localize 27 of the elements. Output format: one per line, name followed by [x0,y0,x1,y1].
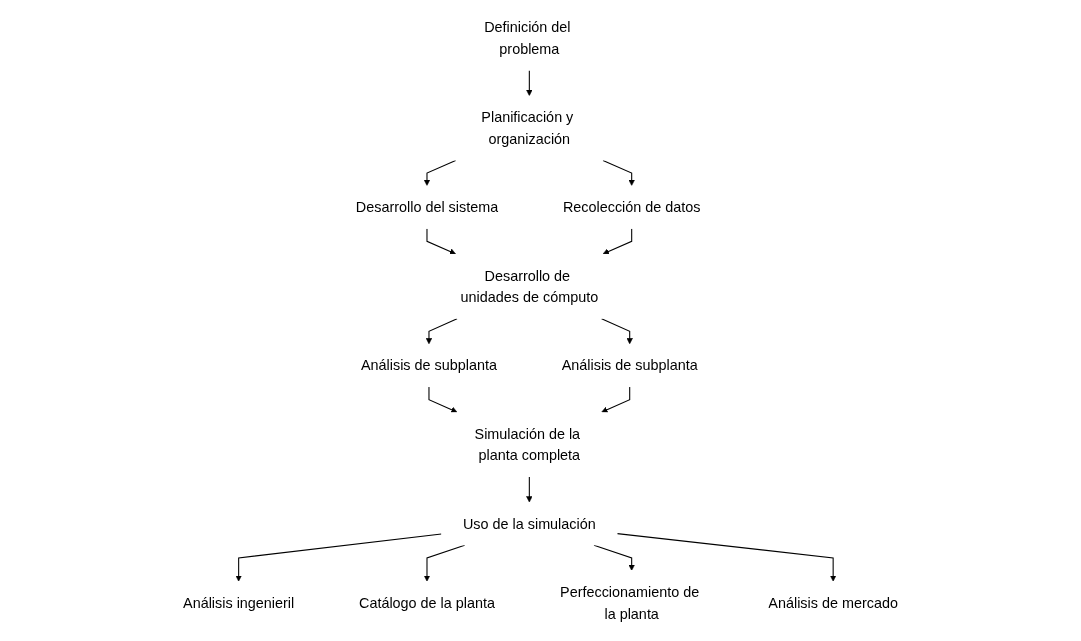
arrow [602,228,633,255]
arrow [526,476,533,503]
node-text: Análisis de mercado [768,594,898,611]
arrow [423,544,466,582]
node-text: Desarrollo del sistema [355,199,499,216]
node-text: Recolección de datos [562,199,701,216]
node-text: Análisis de subplanta [561,357,698,374]
arrow [428,386,458,413]
arrow [601,318,633,345]
node-text: Planificación y organización [481,109,574,147]
node-text: Desarrollo de unidades de cómputo [460,267,599,306]
arrow [593,544,635,571]
arrow [526,69,533,96]
node-text: Definición del problema [484,19,571,57]
arrow [426,228,456,255]
node-text: Análisis ingenieril [183,594,295,611]
arrow [235,533,442,582]
arrow [423,159,457,186]
arrow [425,318,458,345]
node-text: Catálogo de la planta [358,594,495,611]
node-text: Análisis de subplanta [360,357,497,374]
arrow [602,159,635,186]
arrow [601,386,631,413]
node-text: Uso de la simulación [462,515,596,532]
node-text: Simulación de la planta completa [474,425,581,464]
arrow [616,533,837,582]
node-text: Perfeccionamiento de la planta [560,584,700,622]
